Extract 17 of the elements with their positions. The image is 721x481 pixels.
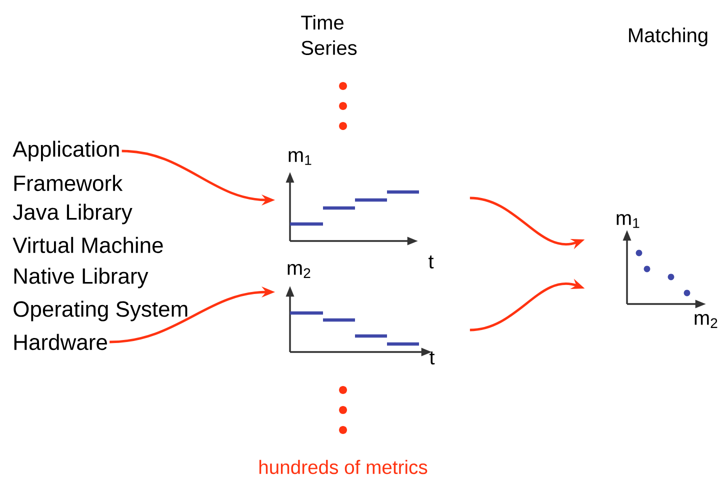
layer-label: Hardware [14, 334, 107, 350]
node-label: t [430, 351, 435, 365]
column-heading: Matching [629, 28, 708, 46]
node-label: m$_{2}$ [694, 314, 718, 328]
node-label: t [428, 255, 434, 269]
node-label: m$_{2}$ [288, 264, 310, 278]
column-heading: Time Series [301, 14, 357, 55]
node-label: m$_{1}$ [616, 214, 640, 228]
layer-label: Java Library [12, 204, 132, 224]
layer-label: Operating System [14, 300, 188, 322]
layer-label: Application [12, 140, 119, 162]
caption: hundreds of metrics [259, 460, 428, 474]
scatter-plot: m$_{1}$ m$_{2}$ [616, 214, 718, 328]
node-label: m$_{1}$ [288, 151, 312, 165]
layer-label: Native Library [14, 268, 148, 288]
layer-label: Virtual Machine [12, 236, 163, 254]
layer-label: Framework [14, 174, 123, 192]
